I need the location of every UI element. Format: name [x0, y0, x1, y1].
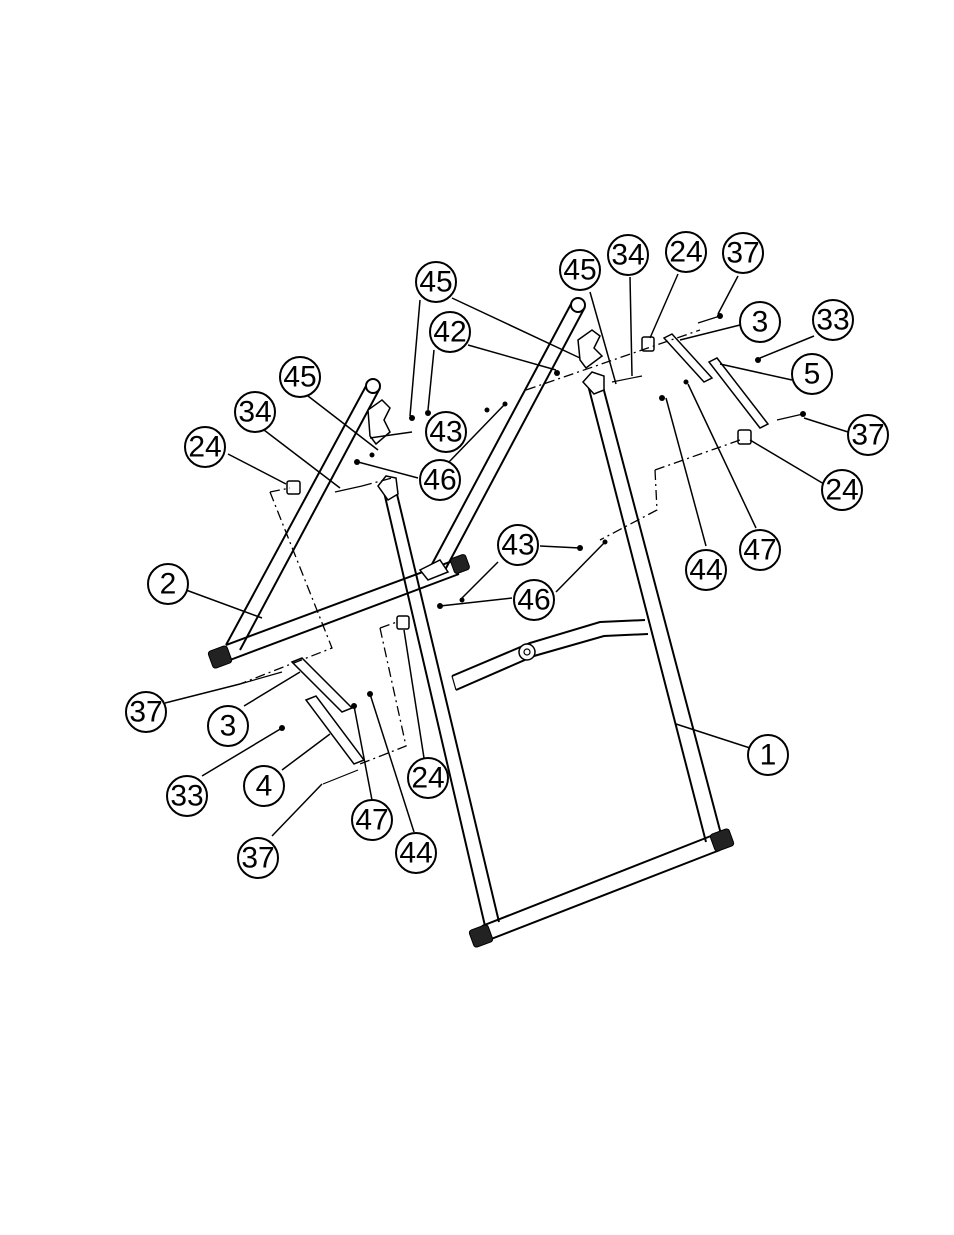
callout-label: 24: [188, 431, 221, 464]
callout-label: 3: [220, 710, 237, 743]
callout-label: 43: [429, 416, 462, 449]
callout-label: 43: [501, 529, 534, 562]
callout: 34: [607, 234, 649, 276]
callout-label: 44: [689, 554, 722, 587]
callout: 5: [791, 353, 833, 395]
callout: 43: [425, 411, 467, 453]
callout-label: 45: [419, 266, 452, 299]
callout-label: 37: [129, 696, 162, 729]
leader-lines: [164, 273, 849, 837]
callout: 34: [234, 391, 276, 433]
callout-label: 2: [160, 568, 177, 601]
callout: 45: [415, 261, 457, 303]
front-frame: [207, 297, 604, 669]
callout-label: 33: [816, 304, 849, 337]
callout: 37: [722, 232, 764, 274]
right-hardware: [484, 313, 806, 551]
callout-label: 5: [804, 358, 821, 391]
callout: 37: [125, 691, 167, 733]
callout: 37: [237, 837, 279, 879]
callout-label: 44: [399, 837, 432, 870]
callout: 3: [739, 301, 781, 343]
callout: 44: [395, 832, 437, 874]
callout-label: 33: [170, 780, 203, 813]
callout: 24: [821, 469, 863, 511]
callout-label: 37: [726, 237, 759, 270]
callout: 24: [184, 426, 226, 468]
callout: 3: [207, 705, 249, 747]
callout-label: 37: [851, 419, 884, 452]
callout-label: 24: [411, 762, 444, 795]
callout: 4: [243, 765, 285, 807]
callout-label: 47: [743, 534, 776, 567]
callout-label: 47: [355, 804, 388, 837]
callouts: 45 42 43 46 45 34 24 37 3 33 5 37 24 47 …: [125, 231, 889, 879]
main-frame: [377, 371, 735, 948]
callout: 33: [812, 299, 854, 341]
callout-label: 46: [517, 584, 550, 617]
callout-label: 34: [238, 396, 271, 429]
callout-label: 24: [669, 236, 702, 269]
callout: 45: [279, 356, 321, 398]
callout-label: 4: [256, 770, 273, 803]
callout: 24: [407, 757, 449, 799]
callout-label: 42: [433, 316, 466, 349]
callout: 46: [419, 459, 461, 501]
callout: 47: [351, 799, 393, 841]
callout: 1: [747, 734, 789, 776]
callout: 44: [685, 549, 727, 591]
callout: 2: [147, 563, 189, 605]
callout: 43: [497, 524, 539, 566]
callout-label: 45: [563, 254, 596, 287]
callout-label: 1: [760, 739, 777, 772]
callout-label: 24: [825, 474, 858, 507]
callout: 37: [847, 414, 889, 456]
callout: 46: [513, 579, 555, 621]
callout-label: 34: [611, 239, 644, 272]
callout: 42: [429, 311, 471, 353]
callout-label: 3: [752, 306, 769, 339]
callout-label: 37: [241, 842, 274, 875]
callout: 47: [739, 529, 781, 571]
callout: 33: [166, 775, 208, 817]
callout-label: 46: [423, 464, 456, 497]
callout: 45: [559, 249, 601, 291]
callout-label: 45: [283, 361, 316, 394]
callout: 24: [665, 231, 707, 273]
